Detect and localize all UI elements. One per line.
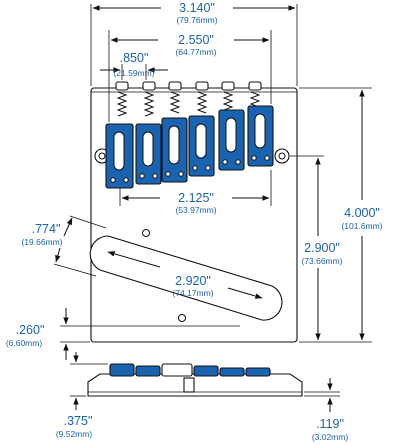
dim-pickup-offset-inch: .774" xyxy=(32,222,61,236)
saddles xyxy=(105,105,274,189)
bridge-profile xyxy=(87,363,303,397)
saddle-4 xyxy=(188,115,215,177)
dim-saddle-span-inch: 2.550" xyxy=(178,33,214,47)
dim-bottom-offset-mm: (6.60mm) xyxy=(6,338,43,348)
dim-bottom-offset: .260" (6.60mm) xyxy=(6,308,240,360)
dim-profile-height-inch: .375" xyxy=(64,414,93,428)
dim-saddle-spacing: .850" (21.59mm) xyxy=(100,51,168,80)
pickup-slot xyxy=(89,235,283,321)
dim-hole-to-bottom: 2.900" (73.66mm) xyxy=(290,155,343,341)
dim-overall-width-inch: 3.140" xyxy=(179,1,215,15)
dim-overall-length-mm: (101.6mm) xyxy=(341,221,382,231)
plate-holes xyxy=(142,229,186,322)
dim-overall-width: 3.140" (79.76mm) xyxy=(90,1,298,86)
saddle-3 xyxy=(161,117,188,183)
dim-overall-length-inch: 4.000" xyxy=(344,206,380,220)
dim-pickup-offset: .774" (19.66mm) xyxy=(21,215,107,277)
dim-pickup-length: 2.920" (74.17mm) xyxy=(107,251,263,299)
saddle-screws xyxy=(115,81,262,117)
dim-pickup-offset-mm: (19.66mm) xyxy=(21,237,62,247)
dim-saddle-spacing-inch: .850" xyxy=(120,51,149,65)
dim-mount-hole-spacing-mm: (53.97mm) xyxy=(175,205,216,215)
dim-overall-width-mm: (79.76mm) xyxy=(176,15,217,25)
saddle-6 xyxy=(247,105,274,167)
dim-mount-hole-spacing: 2.125" (53.97mm) xyxy=(119,170,272,215)
dim-overall-length: 4.000" (101.6mm) xyxy=(299,87,383,343)
dim-saddle-spacing-mm: (21.59mm) xyxy=(113,68,154,78)
dim-hole-to-bottom-mm: (73.66mm) xyxy=(301,256,342,266)
dim-plate-thickness: .119" (3.02mm) xyxy=(304,378,348,442)
dim-pickup-length-mm: (74.17mm) xyxy=(172,288,213,298)
dim-pickup-length-inch: 2.920" xyxy=(175,274,211,288)
dim-mount-hole-spacing-inch: 2.125" xyxy=(178,191,214,205)
dim-plate-thickness-mm: (3.02mm) xyxy=(312,432,349,442)
dim-saddle-span: 2.550" (64.77mm) xyxy=(108,30,272,122)
dim-hole-to-bottom-inch: 2.900" xyxy=(304,241,340,255)
dim-saddle-span-mm: (64.77mm) xyxy=(175,47,216,57)
dim-bottom-offset-inch: .260" xyxy=(16,323,45,337)
saddle-1 xyxy=(105,123,134,189)
dim-profile-height: .375" (9.52mm) xyxy=(56,352,108,439)
dim-profile-height-mm: (9.52mm) xyxy=(56,429,93,439)
saddle-5 xyxy=(218,109,245,171)
saddle-2 xyxy=(135,123,162,185)
dim-plate-thickness-inch: .119" xyxy=(316,417,344,431)
